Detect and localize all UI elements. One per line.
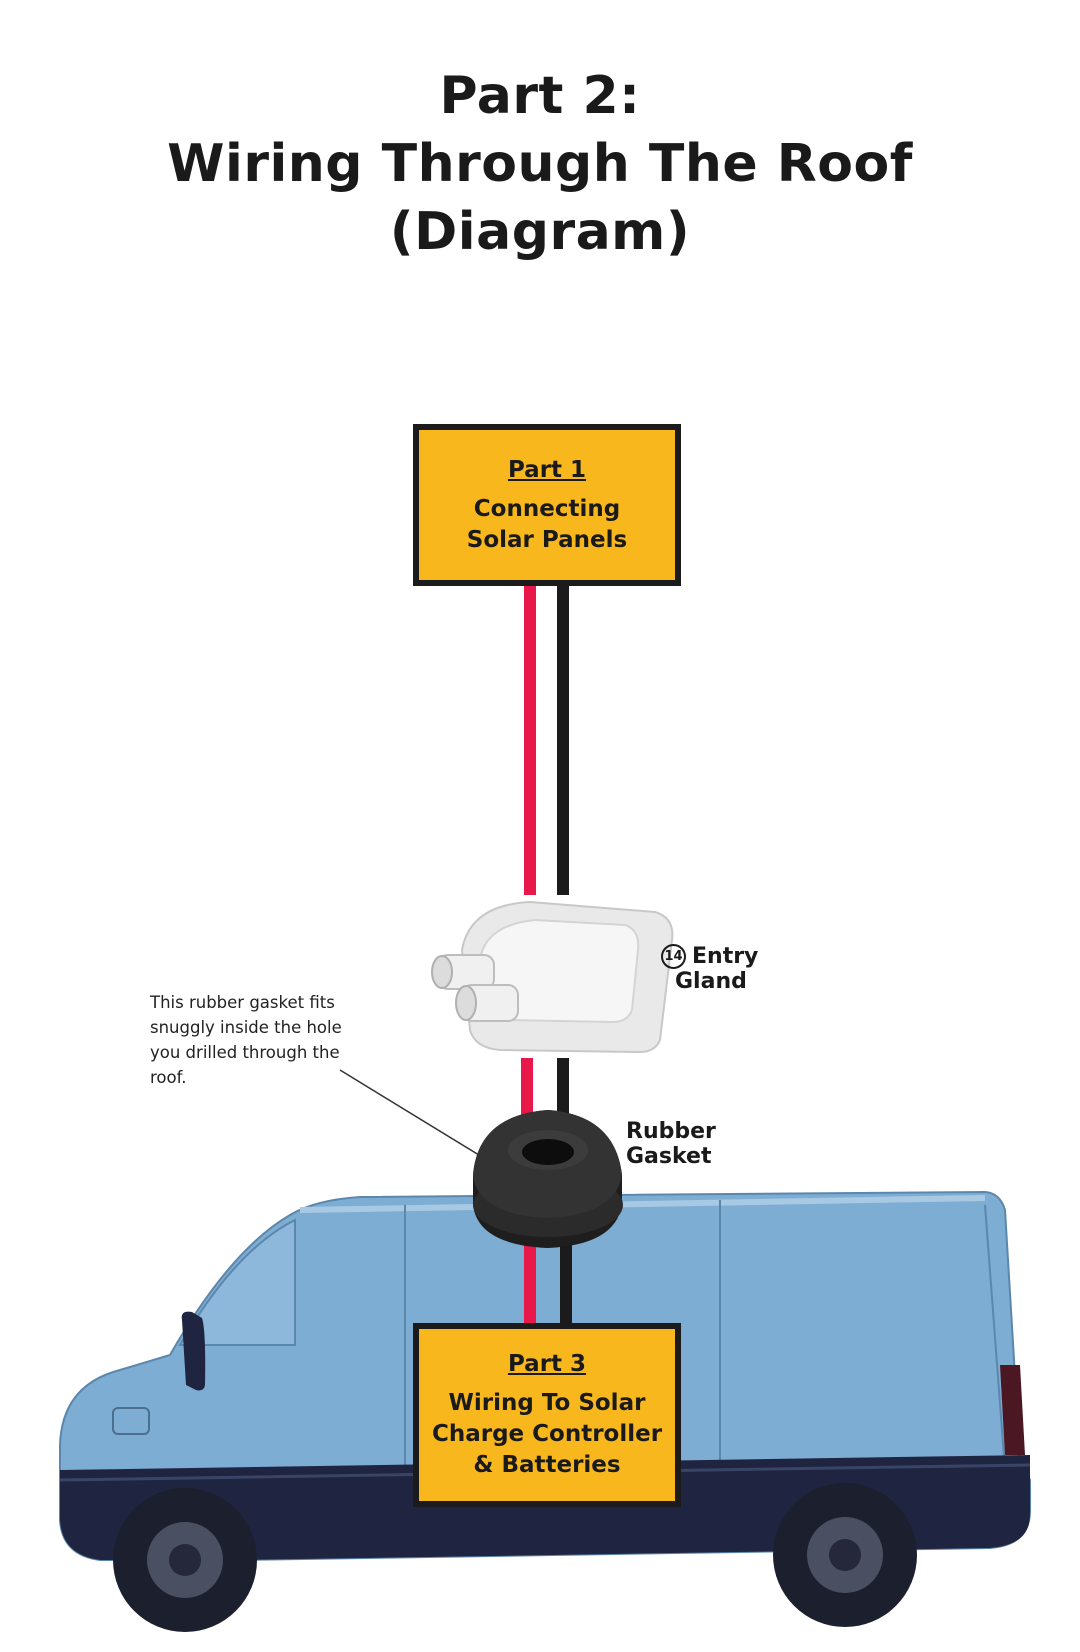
entry-gland-illustration: [431, 900, 674, 1054]
rubber-gasket-label-line-1: Rubber: [626, 1119, 716, 1144]
title-line-1: Part 2:: [439, 66, 641, 126]
entry-gland-label-line-2: Gland: [675, 969, 747, 994]
wires-upper: [524, 584, 569, 895]
title-line-3: (Diagram): [389, 202, 691, 262]
part1-line-1: Connecting: [473, 495, 621, 522]
part1-box: Part 1 Connecting Solar Panels: [413, 424, 681, 586]
part3-line-2: Charge Controller: [431, 1421, 663, 1447]
title-line-2: Wiring Through The Roof: [167, 134, 913, 194]
part3-heading: Part 3: [507, 1351, 587, 1377]
van-front-wheel: [113, 1488, 257, 1632]
part1-line-2: Solar Panels: [466, 526, 628, 553]
rubber-gasket-illustration: [473, 1110, 623, 1248]
rubber-gasket-label-line-2: Gasket: [626, 1144, 712, 1169]
entry-gland-number: 14: [661, 944, 686, 969]
wires-lower: [524, 1245, 572, 1324]
entry-gland-label-line-1: Entry: [692, 944, 759, 969]
wires-middle: [521, 1058, 569, 1118]
gasket-note: This rubber gasket fits snuggly inside t…: [150, 993, 342, 1087]
part3-box: Part 3 Wiring To Solar Charge Controller…: [413, 1323, 681, 1507]
van-mirror: [181, 1311, 206, 1391]
part3-line-3: & Batteries: [473, 1452, 621, 1478]
part3-line-1: Wiring To Solar: [448, 1390, 646, 1416]
van-rear-wheel: [773, 1483, 917, 1627]
part1-heading: Part 1: [507, 456, 587, 483]
page-title: Part 2: Wiring Through The Roof (Diagram…: [0, 62, 1080, 266]
rubber-gasket-label: Rubber Gasket: [626, 1119, 716, 1169]
note-pointer-line: [339, 1069, 493, 1164]
